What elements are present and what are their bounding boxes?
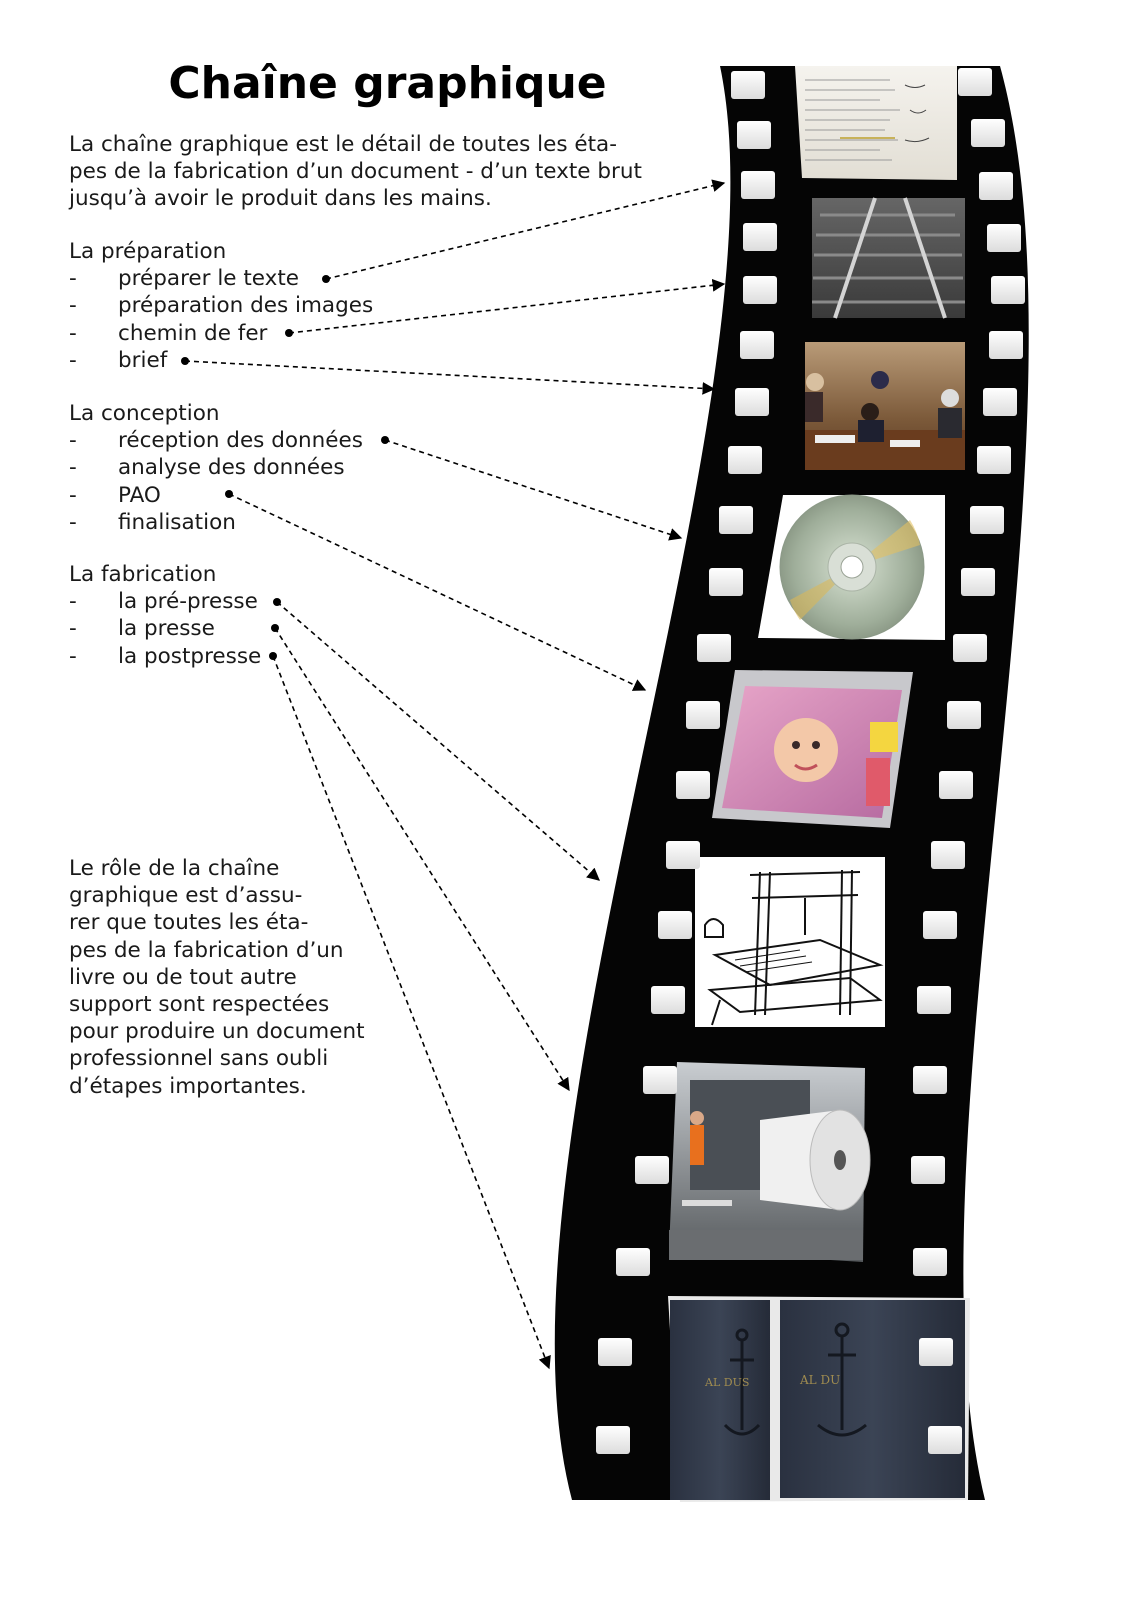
- sprocket-hole: [643, 1066, 677, 1094]
- list-item: -analyse des données: [69, 455, 345, 481]
- sprocket-hole: [598, 1338, 632, 1366]
- frame-manuscript: [795, 66, 957, 180]
- section-preparation: La préparation -préparer le texte -prépa…: [69, 238, 373, 374]
- svg-text:AL DUS: AL DUS: [704, 1376, 749, 1389]
- sprocket-hole: [953, 634, 987, 662]
- sprocket-hole: [737, 121, 771, 149]
- sprocket-hole: [987, 224, 1021, 252]
- sprocket-hole: [741, 171, 775, 199]
- list-item: -brief: [69, 347, 168, 373]
- section-title: La conception: [69, 401, 220, 426]
- sprocket-hole: [740, 331, 774, 359]
- sprocket-hole: [917, 986, 951, 1014]
- section-title: La fabrication: [69, 562, 217, 587]
- sprocket-hole: [913, 1066, 947, 1094]
- sprocket-holes: [596, 68, 1025, 1454]
- sprocket-hole: [616, 1248, 650, 1276]
- sprocket-hole: [977, 446, 1011, 474]
- sprocket-hole: [958, 68, 992, 96]
- frame-industrial-press: [669, 1062, 871, 1262]
- list-item: -chemin de fer: [69, 320, 268, 346]
- frame-cd: [758, 494, 945, 640]
- sprocket-hole: [939, 771, 973, 799]
- sprocket-hole: [666, 841, 700, 869]
- sprocket-hole: [931, 841, 965, 869]
- svg-text:AL DU: AL DU: [799, 1373, 840, 1387]
- sprocket-hole: [728, 446, 762, 474]
- sprocket-hole: [743, 223, 777, 251]
- frame-railway: [812, 197, 965, 319]
- sprocket-hole: [913, 1248, 947, 1276]
- sprocket-hole: [596, 1426, 630, 1454]
- sprocket-hole: [923, 911, 957, 939]
- sprocket-hole: [676, 771, 710, 799]
- sprocket-hole: [991, 276, 1025, 304]
- section-title: La préparation: [69, 239, 227, 264]
- list-item: -la presse: [69, 616, 215, 642]
- frame-printing-press-drawing: [695, 857, 885, 1027]
- sprocket-hole: [719, 506, 753, 534]
- sprocket-hole: [709, 568, 743, 596]
- page-title: Chaîne graphique: [168, 58, 607, 109]
- sprocket-hole: [971, 119, 1005, 147]
- sprocket-hole: [970, 506, 1004, 534]
- list-item: -finalisation: [69, 509, 236, 535]
- sprocket-hole: [735, 388, 769, 416]
- sprocket-hole: [635, 1156, 669, 1184]
- frame-meeting-room: [805, 342, 965, 470]
- sprocket-hole: [928, 1426, 962, 1454]
- list-item: -préparer le texte: [69, 266, 300, 292]
- list-item: -réception des données: [69, 428, 363, 454]
- sprocket-hole: [979, 172, 1013, 200]
- section-conception: La conception -réception des données -an…: [69, 400, 363, 536]
- sprocket-hole: [651, 986, 685, 1014]
- sprocket-hole: [697, 634, 731, 662]
- sprocket-hole: [731, 71, 765, 99]
- frame-magazine: [712, 670, 913, 828]
- frame-bound-books: AL DUS AL DU: [668, 1296, 970, 1502]
- sprocket-hole: [961, 568, 995, 596]
- sprocket-hole: [743, 276, 777, 304]
- sprocket-hole: [686, 701, 720, 729]
- sprocket-hole: [947, 701, 981, 729]
- sprocket-hole: [919, 1338, 953, 1366]
- sprocket-hole: [983, 388, 1017, 416]
- list-item: -PAO: [69, 482, 161, 508]
- sprocket-hole: [658, 911, 692, 939]
- sprocket-hole: [989, 331, 1023, 359]
- sprocket-hole: [911, 1156, 945, 1184]
